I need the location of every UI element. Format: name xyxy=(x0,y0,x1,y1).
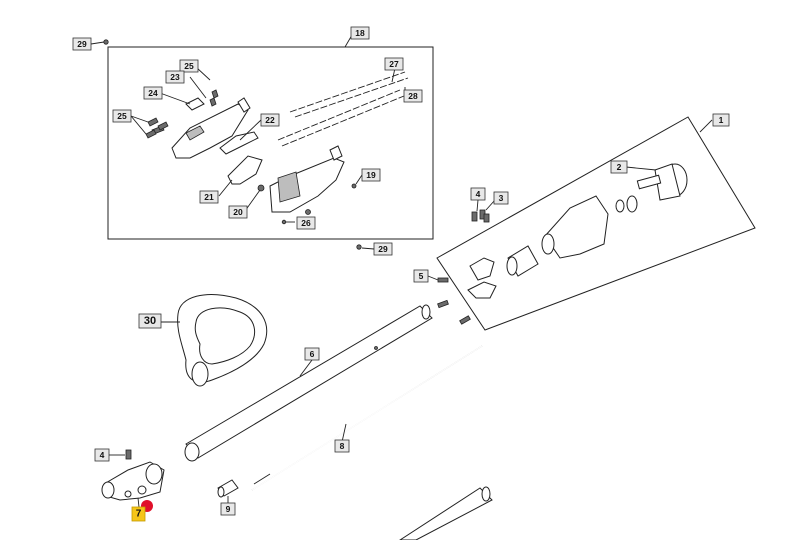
callout-6: 6 xyxy=(304,347,320,361)
lower-tube xyxy=(399,486,493,540)
callout-25-top: 25 xyxy=(179,59,199,73)
svg-text:26: 26 xyxy=(301,218,311,228)
drive-shaft xyxy=(251,345,483,491)
main-tube xyxy=(184,304,433,462)
callout-29-bottom: 29 xyxy=(373,242,393,256)
callout-19: 19 xyxy=(361,168,381,182)
bushing xyxy=(217,479,239,498)
callout-20: 20 xyxy=(228,205,248,219)
clamp-lower xyxy=(467,281,497,299)
svg-text:19: 19 xyxy=(366,170,376,180)
svg-text:29: 29 xyxy=(77,39,87,49)
gearbox-frame xyxy=(436,116,756,331)
callout-21: 21 xyxy=(199,190,219,204)
callout-4-bottom: 4 xyxy=(94,448,110,462)
lever-part xyxy=(219,131,259,155)
svg-text:30: 30 xyxy=(144,315,156,327)
screw-pair xyxy=(471,209,490,223)
trigger-part xyxy=(185,89,219,111)
gear-bell xyxy=(636,163,688,201)
svg-text:1: 1 xyxy=(719,115,724,125)
screw-a xyxy=(437,299,449,309)
washer-large xyxy=(626,195,638,213)
screw-5 xyxy=(437,277,449,283)
svg-text:21: 21 xyxy=(204,192,214,202)
svg-text:25: 25 xyxy=(184,61,194,71)
clamp-upper xyxy=(469,257,495,281)
svg-text:2: 2 xyxy=(617,162,622,172)
svg-text:9: 9 xyxy=(226,504,231,514)
callout-28: 28 xyxy=(403,89,423,103)
callout-30: 30 xyxy=(138,313,162,329)
callout-8: 8 xyxy=(334,439,350,453)
screws-set xyxy=(145,117,169,139)
svg-text:25: 25 xyxy=(117,111,127,121)
svg-text:8: 8 xyxy=(340,441,345,451)
callout-1: 1 xyxy=(712,113,730,127)
callout-4-top: 4 xyxy=(470,187,486,201)
callout-7-highlighted: 7 xyxy=(131,506,146,522)
callout-18: 18 xyxy=(350,26,370,40)
handle-half-left xyxy=(171,97,251,159)
throttle-cable-set xyxy=(277,67,409,147)
svg-text:24: 24 xyxy=(148,88,158,98)
callout-5: 5 xyxy=(413,269,429,283)
svg-text:27: 27 xyxy=(389,59,399,69)
svg-text:18: 18 xyxy=(355,28,365,38)
handle-assembly-frame xyxy=(107,46,434,240)
callout-29-top: 29 xyxy=(72,37,92,51)
svg-text:29: 29 xyxy=(378,244,388,254)
callout-25-left: 25 xyxy=(112,109,132,123)
svg-text:7: 7 xyxy=(136,509,142,520)
svg-text:3: 3 xyxy=(499,193,504,203)
svg-text:6: 6 xyxy=(310,349,315,359)
washer-small xyxy=(615,199,625,213)
svg-text:5: 5 xyxy=(419,271,424,281)
callout-2: 2 xyxy=(610,160,628,174)
callout-3: 3 xyxy=(493,191,509,205)
trigger-lever xyxy=(227,155,263,185)
screw-4 xyxy=(125,449,132,460)
callout-24: 24 xyxy=(143,86,163,100)
coupling-tube xyxy=(506,245,539,277)
callout-23: 23 xyxy=(165,70,185,84)
callout-22: 22 xyxy=(260,113,280,127)
svg-text:28: 28 xyxy=(408,91,418,101)
tube-clamp xyxy=(101,461,165,501)
svg-text:23: 23 xyxy=(170,72,180,82)
loop-handle xyxy=(177,294,268,387)
svg-text:22: 22 xyxy=(265,115,275,125)
handle-half-right xyxy=(257,145,357,225)
callout-27: 27 xyxy=(384,57,404,71)
screw-b xyxy=(459,315,471,325)
callout-26: 26 xyxy=(296,216,316,230)
svg-text:20: 20 xyxy=(233,207,243,217)
svg-text:4: 4 xyxy=(100,450,105,460)
svg-text:4: 4 xyxy=(476,189,481,199)
callout-9: 9 xyxy=(220,502,236,516)
gear-housing-cone xyxy=(541,195,609,259)
